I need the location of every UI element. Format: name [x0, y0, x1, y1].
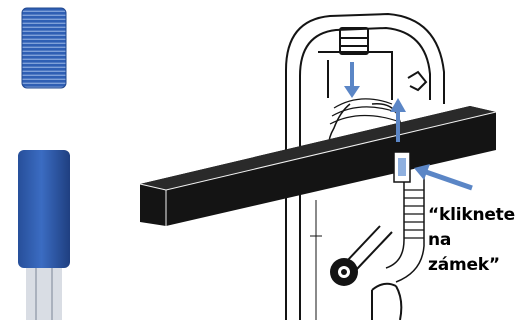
caption-line-3: zámek”	[428, 253, 520, 278]
arrow-lock-pointer-icon	[414, 164, 472, 188]
caption-line-1: “kliknete	[428, 203, 520, 228]
pole-detail	[310, 200, 322, 320]
lock-clip	[394, 152, 410, 182]
arrow-down-icon	[344, 62, 360, 98]
ribbed-hose-connector-icon	[22, 8, 66, 88]
caption-line-2: na	[428, 228, 520, 253]
wheel	[330, 258, 358, 286]
lock-click-caption: “kliknete na zámek”	[428, 203, 520, 278]
hose-sleeve-connector-icon	[18, 150, 70, 320]
